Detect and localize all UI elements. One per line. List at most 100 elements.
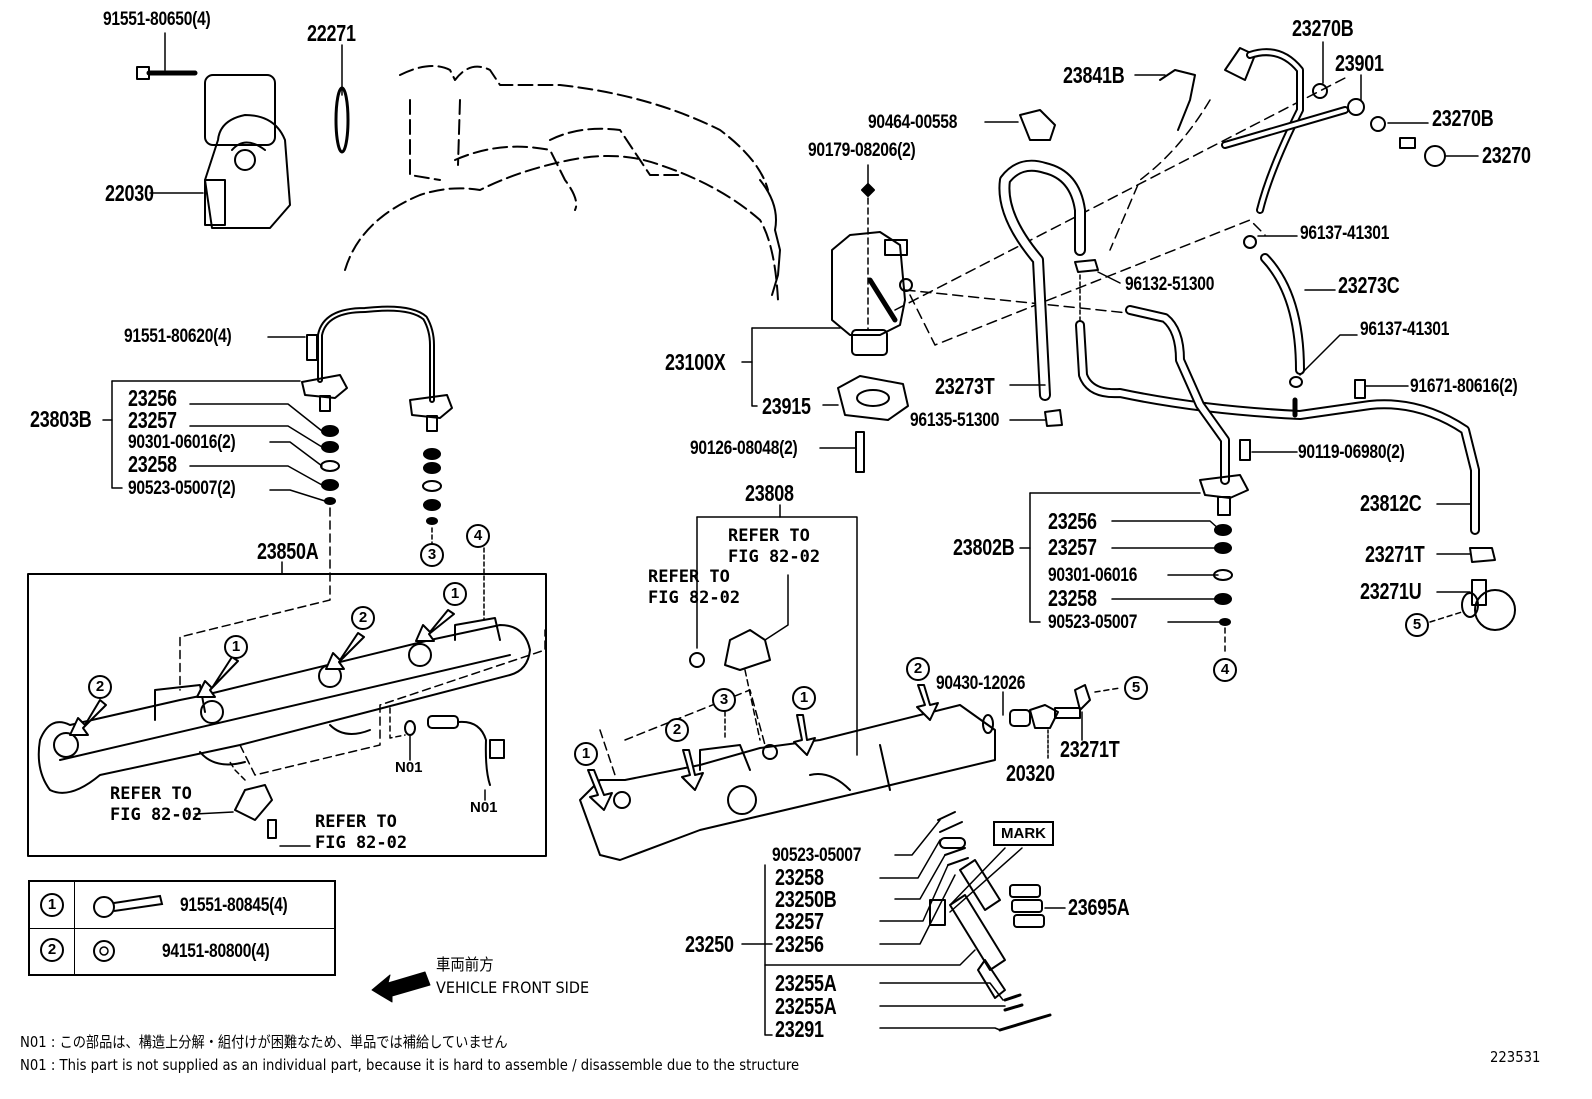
connector-23695A [1009,884,1045,928]
figure-number: 223531 [1490,1048,1541,1066]
direction-english: VEHICLE FRONT SIDE [436,978,590,997]
label-left-o-ring-b: 23257 [128,407,177,433]
right-arrows [587,684,939,811]
label-clip-96132: 96132-51300 [1125,274,1215,295]
legend-part-2: 94151-80800(4) [162,941,270,962]
clip-90464 [1019,109,1056,141]
label-left-clip: 90523-05007(2) [128,478,236,499]
label-gasket-90430: 90430-12026 [936,673,1026,694]
label-throttle-body: 22030 [105,180,154,206]
rail-bracket-clip [689,629,771,671]
label-hose-joint: 23271U [1360,578,1422,604]
label-union-gasket-bottom: 23270B [1432,105,1494,131]
label-injector-connector: 23695A [1068,894,1130,920]
pressure-regulator [831,231,913,356]
top-right-union [1221,47,1446,214]
left-arrows [69,609,455,736]
callout-2-d: 2 [906,657,930,681]
label-inj-o-ring-a: 23256 [775,931,824,957]
throttle-bolt [136,66,198,80]
refer-line-1: REFER TO [315,812,397,832]
label-bolt-90119: 90119-06980(2) [1298,442,1405,463]
callout-2-b: 2 [351,606,375,630]
label-clamp-23271T-right: 23271T [1365,541,1425,567]
label-n01-b: N01 [470,799,498,816]
refer-line-2: FIG 82-02 [110,805,203,825]
bolt-90119-shape [1239,439,1251,461]
refer-note-a: REFER TO FIG 82-02 [110,784,202,826]
callout-4-right: 4 [1213,658,1237,682]
legend-callout-2: 2 [40,938,64,962]
callout-5-center: 5 [1124,676,1148,700]
bolt-icon [93,894,164,918]
callout-3-right: 3 [712,688,736,712]
refer-line-2: FIG 82-02 [728,547,821,567]
callout-2-a: 2 [88,675,112,699]
fastener-legend: 1 91551-80845(4) 2 94151-80800(4) [28,880,336,976]
label-inj-insulator: 23250B [775,886,837,912]
label-bolt-91671: 91671-80616(2) [1410,376,1518,397]
label-fuel-tube: 23812C [1360,490,1422,516]
label-right-clip: 90523-05007 [1048,612,1138,633]
label-left-o-ring-a: 23256 [128,385,177,411]
label-union-fitting: 23901 [1335,50,1384,76]
intake-manifold-outline [344,65,779,301]
label-right-washer: 90301-06016 [1048,565,1138,586]
callout-1-c: 1 [574,742,598,766]
label-inj-spacer-2: 23255A [775,993,837,1019]
label-inj-cap: 23291 [775,1016,824,1042]
throttle-body [204,74,291,229]
label-inj-spacer-1: 23255A [775,970,837,996]
label-inj-o-ring-c: 23258 [775,864,824,890]
right-fuel-rail [579,704,996,861]
direction-japanese: 車両前方 [436,955,494,974]
label-clip-90464: 90464-00558 [868,112,958,133]
label-regulator-gasket: 23915 [762,393,811,419]
bolt-91671-shape [1354,379,1366,399]
refer-note-b: REFER TO FIG 82-02 [315,812,407,854]
label-delivery-pipe-right: 23802B [953,534,1015,560]
fuel-injector [929,859,1006,999]
refer-line-2: FIG 82-02 [648,588,741,608]
callout-4-left: 4 [466,524,490,548]
hose-joint-23271U [1461,579,1516,631]
label-throttle-bolt: 91551-80650(4) [103,9,211,30]
label-right-o-ring-c: 23258 [1048,585,1097,611]
callout-1-d: 1 [792,686,816,710]
label-inj-o-ring-b: 23257 [775,908,824,934]
label-stud-bolt: 90126-08048(2) [690,438,798,459]
label-left-o-ring-c: 23258 [128,451,177,477]
callout-1-b: 1 [443,582,467,606]
label-nut-90179: 90179-08206(2) [808,140,916,161]
callout-1-a: 1 [224,635,248,659]
label-injector-assy: 23250 [685,931,734,957]
label-fuel-rail-left: 23850A [257,538,319,564]
legend-row-1: 1 91551-80845(4) [30,882,334,929]
label-right-o-ring-b: 23257 [1048,534,1097,560]
label-hose-clamp-23841B: 23841B [1063,62,1125,88]
refer-line-1: REFER TO [648,567,730,587]
regulator-gasket [837,375,909,421]
left-seals [320,425,442,525]
left-delivery-pipe [301,305,453,432]
return-hose [998,159,1086,401]
mark-box: MARK [993,821,1054,846]
fuel-rail-box [27,573,547,857]
left-bracket [194,761,311,847]
front-arrow [371,971,431,1003]
label-pulsation-damper: 20320 [1006,760,1055,786]
nut-icon [93,940,115,962]
label-union-bolt: 23270 [1482,142,1531,168]
injector-seals [937,811,1052,1032]
left-fuel-rail [37,617,531,794]
callout-3-left: 3 [420,543,444,567]
label-right-o-ring-a: 23256 [1048,508,1097,534]
label-clip-96137-bottom: 96137-41301 [1360,319,1450,340]
stud-bolt-shape [855,431,865,473]
note-n01-english: N01 : This part is not supplied as an in… [20,1056,800,1074]
label-clamp-23271T-center: 23271T [1060,736,1120,762]
left-sensor-parts [389,707,505,801]
label-inj-clip: 90523-05007 [772,845,862,866]
